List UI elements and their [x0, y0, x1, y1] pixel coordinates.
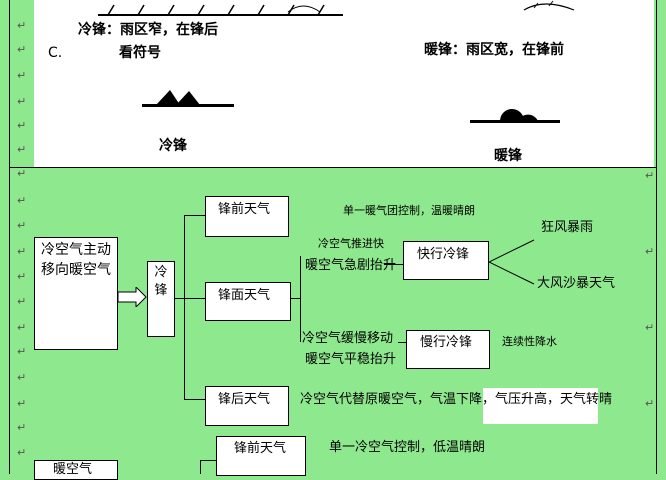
section-divider [9, 167, 657, 168]
connector [175, 298, 185, 299]
paragraph-mark: ↵ [17, 270, 27, 283]
fast-cold-front-box: 快行冷锋 [403, 241, 489, 280]
frontal-weather-text: 锋面天气 [218, 288, 271, 303]
slow-cold-front-text: 慢行冷锋 [420, 335, 473, 350]
paragraph-mark: ↵ [17, 295, 27, 308]
before-weather-desc: 单一暖气团控制，温暖晴朗 [343, 204, 475, 217]
slow-cold-front-box: 慢行冷锋 [406, 330, 490, 369]
page-edge-right [656, 0, 657, 474]
cold-front-caption: 冷锋：雨区窄，在锋后 [78, 22, 218, 38]
warm-air-source-text: 暖空气 [53, 462, 93, 477]
paragraph-mark: ↵ [17, 321, 27, 334]
paragraph-mark: ↵ [17, 69, 27, 82]
cold-symbol-label: 冷锋 [159, 138, 187, 154]
paragraph-mark: ↵ [17, 119, 27, 132]
connector [184, 215, 185, 400]
frontal-weather-box: 锋面天气 [205, 282, 291, 321]
connector [184, 215, 205, 216]
paragraph-mark: ↵ [17, 371, 27, 384]
cold-front-symbol-icon [142, 90, 234, 107]
next-before-weather-desc: 单一冷空气控制，低温晴朗 [329, 440, 486, 455]
after-weather-box: 锋后天气 [205, 386, 289, 426]
cold-air-source-text: 冷空气主动移向暖空气 [41, 242, 111, 278]
paragraph-mark: ↵ [17, 143, 27, 156]
fast-result-2: 大风沙暴天气 [537, 276, 616, 291]
paragraph-mark: ↵ [17, 219, 27, 232]
paragraph-mark: ↵ [17, 167, 27, 180]
paragraph-mark: ↵ [17, 397, 27, 410]
label-c: C. [48, 45, 63, 61]
connector [184, 399, 205, 400]
connector [300, 256, 301, 342]
connector [184, 298, 205, 299]
fast-condition-2: 暖空气急剧抬升 [305, 258, 397, 273]
ground-hatch-left [98, 4, 343, 16]
cold-front-box: 冷锋 [147, 261, 175, 337]
after-weather-desc: 冷空气代替原暖空气，气温下降，气压升高，天气转晴 [300, 392, 613, 407]
next-before-weather-text: 锋前天气 [234, 441, 287, 456]
paragraph-mark: ↵ [17, 245, 27, 258]
slow-condition-1: 冷空气缓慢移动 [302, 331, 394, 346]
warm-front-caption: 暖锋：雨区宽，在锋前 [424, 42, 564, 58]
ground-hatch-right [523, 0, 575, 11]
connector [398, 342, 408, 343]
connector [200, 460, 217, 461]
paragraph-mark: ↵ [17, 446, 27, 459]
paragraph-mark: ↵ [17, 43, 27, 56]
connector [291, 298, 301, 299]
slow-result: 连续性降水 [502, 335, 557, 348]
paragraph-mark: ↵ [17, 345, 27, 358]
fast-condition-1: 冷空气推进快 [318, 237, 384, 250]
highlight-patch [483, 388, 598, 424]
warm-air-source-box: 暖空气 [34, 460, 118, 480]
connector [384, 264, 404, 265]
before-weather-text: 锋前天气 [218, 202, 271, 217]
before-weather-box: 锋前天气 [205, 196, 289, 237]
paragraph-mark: ↵ [645, 321, 655, 334]
cold-air-source-box: 冷空气主动移向暖空气 [34, 237, 118, 350]
page-edge-left [9, 0, 10, 474]
fast-cold-front-text: 快行冷锋 [417, 247, 470, 262]
warm-front-symbol-icon [470, 109, 560, 123]
front-symbols-figure: 冷锋：雨区窄，在锋后 C. 看符号 暖锋：雨区宽，在锋前 冷锋 暖锋 [34, 0, 654, 167]
slow-condition-2: 暖空气平稳抬升 [305, 352, 397, 367]
symbols-label: 看符号 [119, 45, 161, 61]
paragraph-mark: ↵ [17, 19, 27, 32]
connector [200, 460, 201, 474]
paragraph-mark: ↵ [17, 421, 27, 434]
paragraph-mark: ↵ [645, 169, 655, 182]
after-weather-text: 锋后天气 [218, 392, 271, 407]
paragraph-mark: ↵ [645, 397, 655, 410]
next-before-weather-box: 锋前天气 [216, 436, 306, 476]
paragraph-mark: ↵ [17, 95, 27, 108]
warm-symbol-label: 暖锋 [494, 148, 522, 164]
paragraph-mark: ↵ [645, 245, 655, 258]
paragraph-mark: ↵ [17, 194, 27, 207]
right-arrow-icon [118, 287, 147, 307]
fast-result-1: 狂风暴雨 [541, 220, 594, 235]
fast-result-branch [489, 239, 535, 285]
cold-front-box-text: 冷锋 [154, 265, 168, 298]
